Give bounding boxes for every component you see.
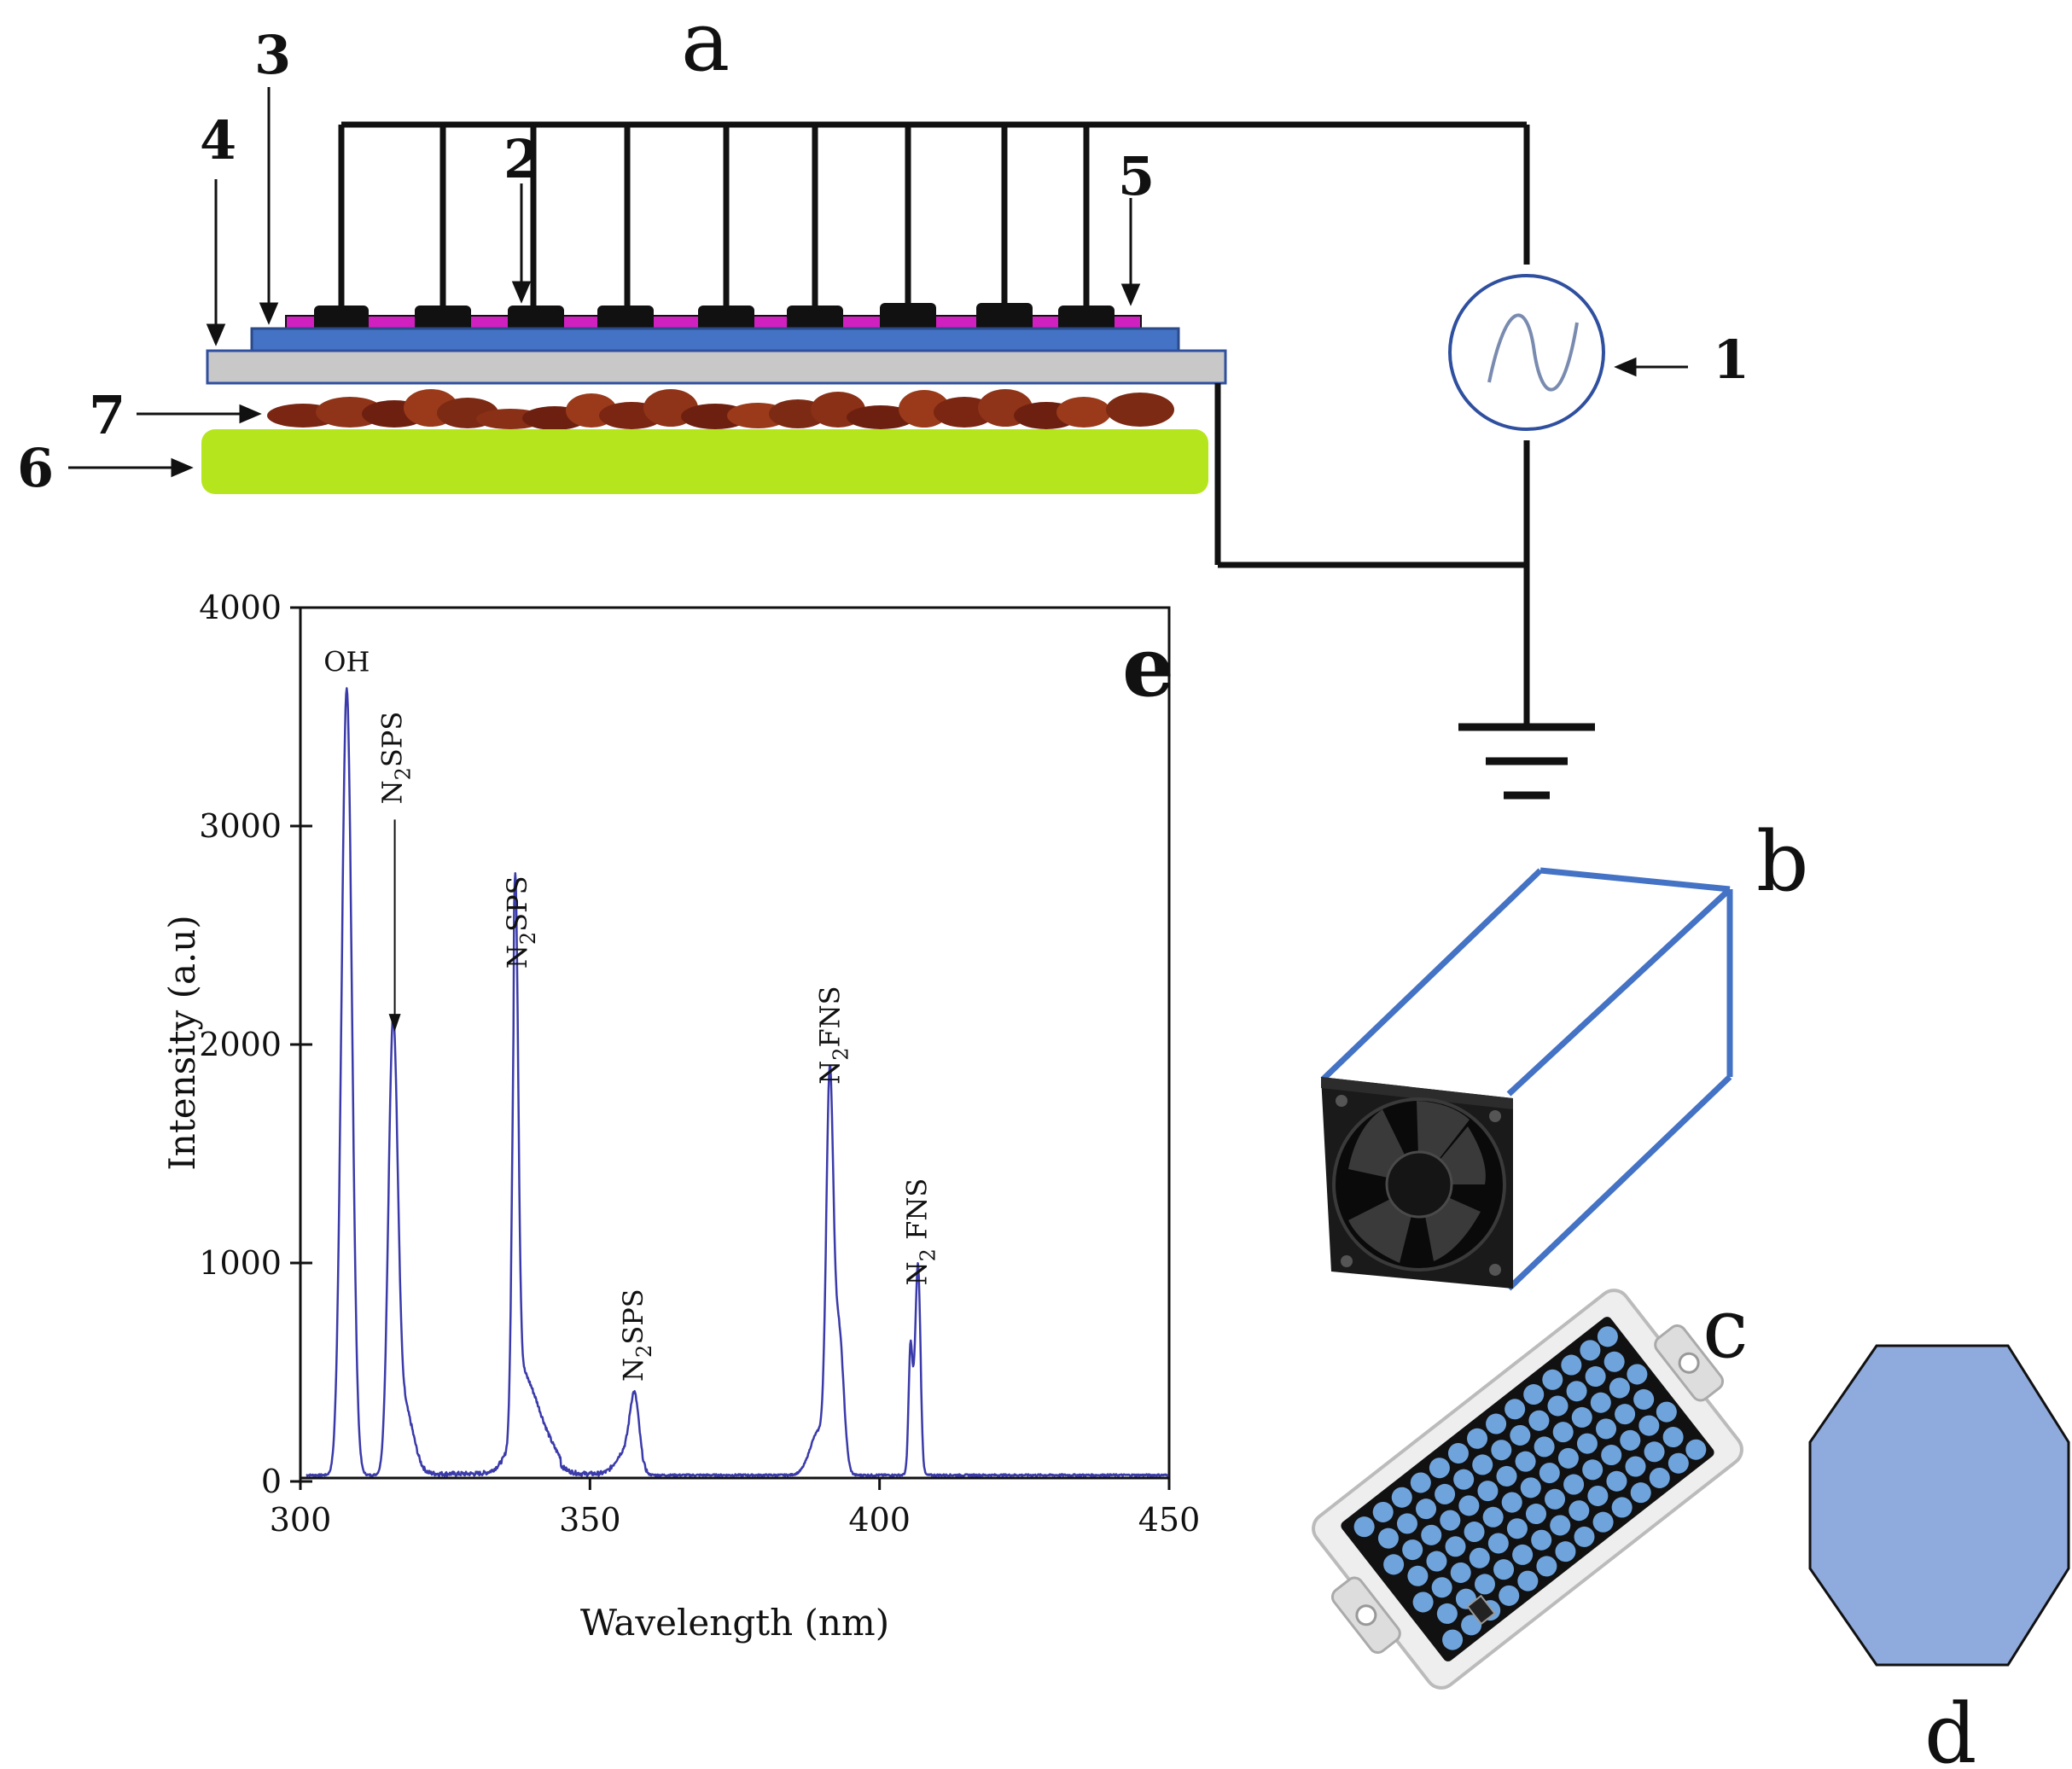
peak-label-subscript: 2 (632, 1345, 656, 1358)
peak-label-species: N (376, 780, 409, 804)
panel-label-a: a (681, 0, 730, 90)
panel-e-spectrum: e 0 1000 2000 3000 4000 300 350 400 450 Wavelen… (161, 589, 1200, 1644)
cooling-fan-icon (1321, 1077, 1513, 1289)
electrode-pad (976, 303, 1033, 332)
sample-layer (267, 389, 1174, 430)
callout-arrows (68, 87, 1688, 478)
callout-label-2: 2 (503, 128, 540, 190)
panel-a-schematic: a (17, 0, 1749, 800)
panel-d-octagon: d (1808, 1344, 2070, 1769)
spectrum-line (306, 687, 1169, 1477)
peak-label-band: SPS (501, 876, 533, 931)
peak-label-subscript: 2 (392, 767, 416, 780)
x-axis-ticks: 300 350 400 450 (270, 1478, 1201, 1539)
x-tick-label: 300 (270, 1501, 332, 1539)
peak-label-n2sps-316: N2SPS (376, 712, 416, 805)
octagon-electrode-icon (1808, 1344, 2070, 1667)
dielectric-blue-layer (250, 327, 1180, 352)
x-tick-label: 400 (848, 1501, 911, 1539)
y-axis-ticks: 0 1000 2000 3000 4000 (199, 589, 312, 1500)
peak-label-species: N (814, 1061, 847, 1085)
peak-label-oh: OH (323, 645, 370, 678)
callout-label-3: 3 (254, 24, 291, 86)
peak-arrowhead (388, 1014, 401, 1032)
peak-label-n2fns-391: N2FNS (814, 986, 853, 1084)
y-tick-label: 4000 (199, 589, 282, 626)
peak-label-species: N (501, 945, 533, 969)
panel-label-e: e (1122, 619, 1174, 715)
x-tick-label: 450 (1138, 1501, 1201, 1539)
callout-label-1: 1 (1713, 329, 1749, 391)
ground-symbol-icon (1458, 723, 1595, 800)
peak-label-species: N (617, 1358, 649, 1382)
y-tick-label: 3000 (199, 807, 282, 845)
callout-label-6: 6 (17, 437, 54, 499)
peak-label-band: FNS (900, 1178, 933, 1248)
peak-label-n2sps-357: N2SPS (617, 1289, 656, 1382)
ground-electrode-plate (201, 429, 1208, 494)
peak-label-subscript: 2 (916, 1248, 940, 1261)
ac-sine-source-icon (1448, 274, 1605, 431)
peak-label-band: FNS (814, 986, 847, 1047)
peak-label-subscript: 2 (829, 1048, 853, 1061)
peak-label-band: SPS (376, 712, 409, 767)
x-axis-title: Wavelength (nm) (580, 1602, 889, 1644)
plot-frame (299, 606, 1171, 1480)
x-tick-label: 350 (559, 1501, 621, 1539)
peak-label-n2fns-406: N2 FNS (900, 1178, 940, 1286)
callout-label-4: 4 (200, 109, 236, 172)
panel-c-ozone-plate: c (1312, 1281, 1749, 1690)
peak-label-species: N (900, 1261, 933, 1285)
panel-label-d: d (1924, 1686, 1976, 1769)
ozone-generator-plate-icon (1312, 1289, 1743, 1690)
peak-label-subscript: 2 (516, 932, 540, 945)
y-tick-label: 2000 (199, 1026, 282, 1063)
ground-wire (1214, 383, 1530, 727)
top-bus-wire (338, 121, 1530, 312)
box-outline (1320, 867, 1733, 1291)
panel-label-b: b (1756, 814, 1808, 910)
y-tick-label: 1000 (199, 1244, 282, 1282)
panel-b-fan-box: b (1320, 814, 1808, 1291)
y-tick-label: 0 (261, 1463, 282, 1500)
peak-label-band: SPS (617, 1289, 649, 1344)
callout-label-5: 5 (1118, 145, 1155, 207)
y-axis-title: Intensity (a.u) (161, 915, 203, 1171)
dielectric-gray-plate (206, 349, 1227, 385)
electrode-pad (880, 303, 936, 332)
callout-label-7: 7 (89, 384, 125, 446)
peak-label-n2sps-337: N2SPS (501, 876, 540, 969)
